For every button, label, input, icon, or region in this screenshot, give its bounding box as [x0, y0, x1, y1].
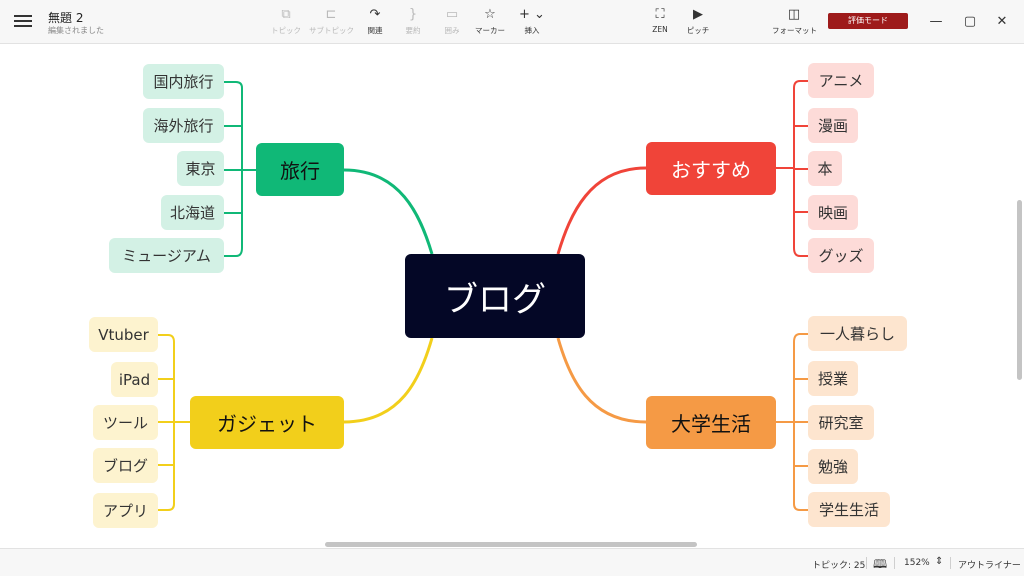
- subtopic-gadget-5[interactable]: アプリ: [93, 493, 158, 528]
- horizontal-scrollbar[interactable]: [0, 540, 1014, 548]
- subtopic-recommend-5[interactable]: グッズ: [808, 238, 874, 273]
- boundary-label: 囲み: [444, 26, 460, 35]
- topic-icon: ⧉: [281, 7, 291, 22]
- subtopic-travel-1[interactable]: 国内旅行: [143, 64, 224, 99]
- subtopic-travel-5[interactable]: ミュージアム: [109, 238, 224, 273]
- format-label: フォーマット: [772, 26, 817, 35]
- zen-button[interactable]: ⛶ ZEN: [638, 7, 682, 39]
- mindmap-canvas[interactable]: ブログ 旅行 国内旅行 海外旅行 東京 北海道 ミュージアム おすすめ アニメ …: [0, 44, 1024, 548]
- marker-label: マーカー: [475, 26, 505, 35]
- topic-button[interactable]: ⧉ トピック: [264, 7, 308, 39]
- eval-mode-button[interactable]: 評価モード: [828, 13, 908, 29]
- document-title[interactable]: 無題 2: [48, 11, 84, 25]
- vertical-scrollbar[interactable]: [1016, 44, 1024, 540]
- topic-recommend[interactable]: おすすめ: [646, 142, 776, 195]
- divider: [894, 557, 895, 569]
- hamburger-menu-icon[interactable]: [14, 12, 32, 30]
- subtopic-recommend-4[interactable]: 映画: [808, 195, 858, 230]
- divider: [950, 557, 951, 569]
- subtopic-icon: ⊏: [325, 7, 337, 22]
- summary-icon: }: [408, 7, 418, 22]
- fullscreen-icon: ⛶: [655, 7, 665, 22]
- toolbar: 無題 2 編集されました ⧉ トピック ⊏ サブトピック ↷ 関連 } 要約 ▭…: [0, 0, 1024, 44]
- topic-gadget[interactable]: ガジェット: [190, 396, 344, 449]
- subtopic-travel-4[interactable]: 北海道: [161, 195, 224, 230]
- subtopic-label: サブトピック: [309, 26, 354, 35]
- document-status: 編集されました: [48, 26, 104, 35]
- topic-label: トピック: [271, 26, 301, 35]
- panel-icon: ◫: [787, 7, 801, 22]
- star-icon: ☆: [484, 7, 496, 22]
- subtopic-gadget-3[interactable]: ツール: [93, 405, 158, 440]
- relation-label: 関連: [367, 26, 383, 35]
- subtopic-travel-3[interactable]: 東京: [177, 151, 224, 186]
- zoom-level[interactable]: 152%: [904, 558, 930, 568]
- pitch-button[interactable]: ▶ ピッチ: [676, 7, 720, 39]
- subtopic-gadget-2[interactable]: iPad: [111, 362, 158, 397]
- central-topic[interactable]: ブログ: [405, 254, 585, 338]
- subtopic-college-1[interactable]: 一人暮らし: [808, 316, 907, 351]
- summary-label: 要約: [405, 26, 421, 35]
- subtopic-gadget-4[interactable]: ブログ: [93, 448, 158, 483]
- zen-label: ZEN: [652, 25, 668, 34]
- format-button[interactable]: ◫ フォーマット: [772, 7, 817, 39]
- maximize-icon[interactable]: ▢: [963, 14, 977, 29]
- minimize-icon[interactable]: —: [929, 14, 943, 29]
- relation-button[interactable]: ↷ 関連: [353, 7, 397, 39]
- subtopic-recommend-1[interactable]: アニメ: [808, 63, 874, 98]
- divider: [866, 557, 867, 569]
- connector-lines: [158, 80, 808, 511]
- status-bar: トピック: 25 🕮 152% ⇕ アウトライナー: [0, 548, 1024, 576]
- subtopic-college-4[interactable]: 勉強: [808, 449, 858, 484]
- summary-button[interactable]: } 要約: [391, 7, 435, 39]
- play-icon: ▶: [693, 7, 703, 22]
- zoom-stepper-icon[interactable]: ⇕: [935, 556, 944, 567]
- topic-travel[interactable]: 旅行: [256, 143, 344, 196]
- outliner-button[interactable]: アウトライナー: [958, 561, 1021, 571]
- boundary-icon: ▭: [445, 7, 459, 22]
- insert-label: 挿入: [524, 26, 540, 35]
- insert-button[interactable]: + ⌄ 挿入: [510, 7, 554, 39]
- plus-chevron-icon: + ⌄: [519, 7, 545, 22]
- horizontal-scroll-thumb[interactable]: [325, 542, 697, 547]
- close-icon[interactable]: ✕: [996, 14, 1008, 29]
- topic-college[interactable]: 大学生活: [646, 396, 776, 449]
- relation-icon: ↷: [369, 7, 381, 22]
- subtopic-college-5[interactable]: 学生生活: [808, 492, 890, 527]
- topic-count: トピック: 25: [812, 561, 866, 571]
- boundary-button[interactable]: ▭ 囲み: [430, 7, 474, 39]
- subtopic-gadget-1[interactable]: Vtuber: [89, 317, 158, 352]
- subtopic-recommend-3[interactable]: 本: [808, 151, 842, 186]
- pitch-label: ピッチ: [686, 26, 710, 35]
- subtopic-button[interactable]: ⊏ サブトピック: [309, 7, 354, 39]
- map-icon[interactable]: 🕮: [873, 557, 888, 571]
- subtopic-recommend-2[interactable]: 漫画: [808, 108, 858, 143]
- subtopic-college-2[interactable]: 授業: [808, 361, 858, 396]
- subtopic-college-3[interactable]: 研究室: [808, 405, 874, 440]
- subtopic-travel-2[interactable]: 海外旅行: [143, 108, 224, 143]
- marker-button[interactable]: ☆ マーカー: [468, 7, 512, 39]
- vertical-scroll-thumb[interactable]: [1017, 200, 1022, 380]
